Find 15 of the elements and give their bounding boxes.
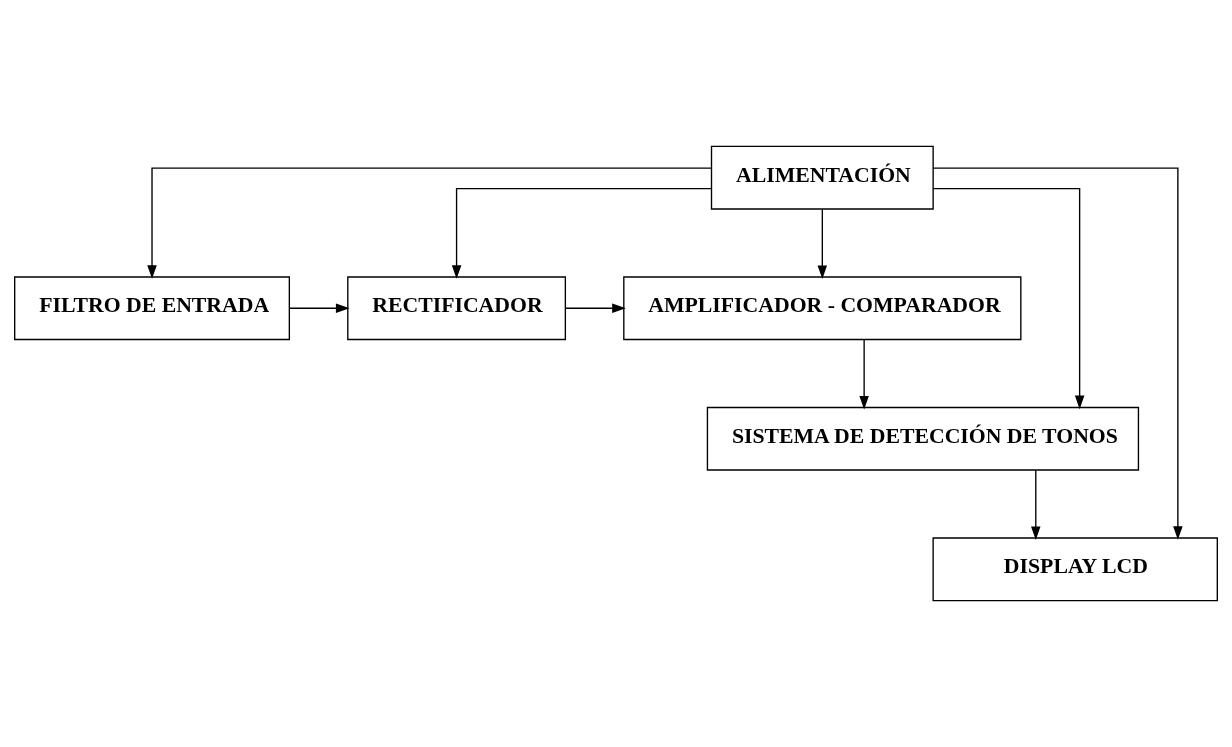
node-box: AMPLIFICADOR - COMPARADOR xyxy=(623,276,1022,341)
node-box: SISTEMA DE DETECCIÓN DE TONOS xyxy=(706,406,1140,471)
node-box: ALIMENTACIÓN xyxy=(710,145,934,210)
arrow xyxy=(565,303,626,313)
arrow xyxy=(451,187,712,279)
node-box: DISPLAY LCD xyxy=(932,537,1218,602)
arrow xyxy=(817,208,828,279)
arrow xyxy=(859,339,869,410)
arrow xyxy=(932,187,1085,410)
arrow xyxy=(1031,469,1041,541)
arrow xyxy=(147,167,712,279)
node-box: RECTIFICADOR xyxy=(347,276,567,341)
node-box: FILTRO DE ENTRADA xyxy=(14,276,290,341)
arrow xyxy=(288,303,350,313)
arrow xyxy=(932,167,1183,540)
